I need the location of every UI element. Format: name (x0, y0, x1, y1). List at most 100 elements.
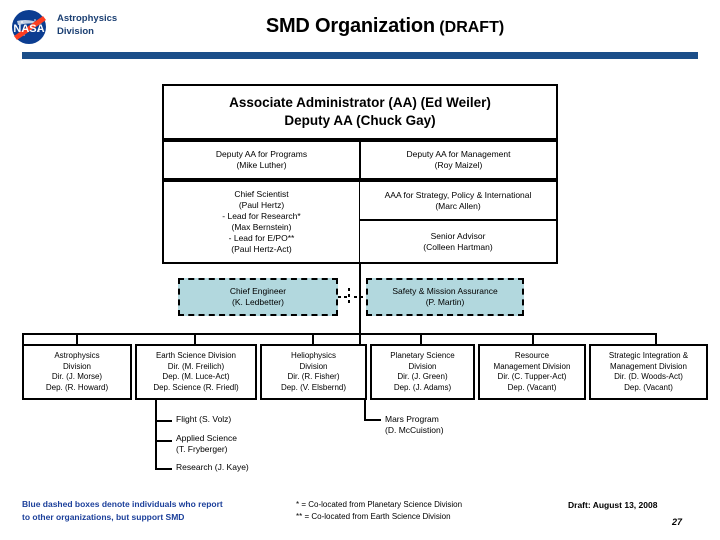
legend-note: Blue dashed boxes denote individuals who… (22, 498, 277, 523)
org-unit-label: Astrophysics Division (57, 12, 167, 38)
deputy-aa-management-box: Deputy AA for Management (Roy Maizel) (360, 140, 558, 180)
legend-line-2: to other organizations, but support SMD (22, 511, 185, 522)
earth-sub-2-line-1: Applied Science (176, 433, 237, 443)
planetary-subitem-spine (364, 400, 366, 421)
division-box-resource-management: Resource Management Division Dir. (C. Tu… (478, 344, 586, 400)
resource-line-1: Resource (514, 351, 550, 360)
astrophysics-line-4: Dep. (R. Howard) (45, 382, 109, 392)
earth-science-line-3: Dep. (M. Luce-Act) (162, 372, 230, 381)
earth-sub-tick-2 (155, 440, 172, 442)
strategic-line-1: Strategic Integration & (608, 351, 689, 360)
header-divider (22, 52, 698, 59)
strategic-line-3: Dir. (D. Woods-Act) (614, 372, 683, 381)
chief-engineer-stub-vertical (348, 288, 350, 306)
drop-heliophysics (312, 333, 314, 344)
page-title-main: SMD Organization (265, 15, 435, 37)
earth-science-line-2: Dir. (M. Freilich) (167, 361, 225, 371)
aa-line-1: Associate Administrator (AA) (Ed Weiler) (229, 95, 491, 110)
drop-astrophysics (76, 333, 78, 344)
aaa-strategy-box: AAA for Strategy, Policy & International… (359, 180, 558, 220)
sma-stub-connector (354, 296, 366, 298)
center-trunk-connector (359, 264, 361, 344)
planetary-sub-1-line-1: Mars Program (385, 414, 439, 424)
aa-line-2: Deputy AA (Chuck Gay) (284, 113, 436, 128)
svg-text:NASA: NASA (13, 23, 44, 35)
page-title: SMD Organization (DRAFT) (150, 15, 620, 38)
drop-earth-science (194, 333, 196, 344)
deputy-row: Deputy AA for Programs (Mike Luther) Dep… (162, 140, 558, 180)
planetary-line-1: Planetary Science (390, 351, 455, 360)
sma-person: (P. Martin) (425, 297, 465, 307)
astrophysics-line-2: Division (62, 361, 91, 371)
deputy-aa-programs-box: Deputy AA for Programs (Mike Luther) (162, 140, 360, 180)
chief-scientist-line-5: - Lead for E/PO** (228, 233, 295, 243)
drop-strategic-integration (655, 333, 657, 344)
chief-engineer-box: Chief Engineer (K. Ledbetter) (178, 278, 338, 316)
heliophysics-line-4: Dep. (V. Elsbernd) (280, 382, 347, 392)
chief-scientist-box: Chief Scientist (Paul Hertz) - Lead for … (162, 180, 360, 264)
strategic-line-2: Management Division (610, 361, 687, 371)
senior-advisor-title: Senior Advisor (430, 230, 486, 241)
aaa-strategy-title: AAA for Strategy, Policy & International (384, 189, 532, 200)
drop-planetary-science (420, 333, 422, 344)
deputy-programs-title: Deputy AA for Programs (215, 149, 308, 159)
earth-subitem-flight: Flight (S. Volz) (176, 414, 231, 425)
draft-date-label: Draft: August 13, 2008 (568, 500, 658, 510)
planetary-line-3: Dir. (J. Green) (397, 372, 448, 381)
sma-title: Safety & Mission Assurance (392, 286, 498, 296)
safety-mission-assurance-box: Safety & Mission Assurance (P. Martin) (366, 278, 524, 316)
deputy-programs-person: (Mike Luther) (236, 160, 287, 170)
deputy-management-person: (Roy Maizel) (434, 160, 483, 170)
planetary-sub-tick-1 (364, 419, 381, 421)
earth-subitem-research: Research (J. Kaye) (176, 462, 249, 473)
page-title-sub: (DRAFT) (434, 19, 505, 36)
planetary-line-2: Division (408, 361, 437, 371)
earth-science-line-1: Earth Science Division (155, 351, 237, 360)
earth-subitem-applied-science: Applied Science (T. Fryberger) (176, 433, 237, 455)
division-box-astrophysics: Astrophysics Division Dir. (J. Morse) De… (22, 344, 132, 400)
org-unit-line-2: Division (57, 26, 94, 37)
senior-advisor-box: Senior Advisor (Colleen Hartman) (359, 220, 558, 264)
planetary-sub-1-line-2: (D. McCuistion) (385, 425, 444, 435)
chief-scientist-line-6: (Paul Hertz-Act) (231, 244, 292, 254)
astrophysics-line-3: Dir. (J. Morse) (51, 372, 103, 381)
associate-administrator-box: Associate Administrator (AA) (Ed Weiler)… (162, 84, 558, 140)
chief-engineer-title: Chief Engineer (229, 286, 287, 296)
footnote-double-asterisk: ** = Co-located from Earth Science Divis… (296, 512, 451, 521)
footnotes: * = Co-located from Planetary Science Di… (296, 499, 546, 523)
earth-sub-2-line-2: (T. Fryberger) (176, 444, 228, 454)
earth-science-line-4: Dep. Science (R. Friedl) (153, 382, 239, 392)
page-number: 27 (672, 517, 683, 527)
heliophysics-line-2: Division (299, 361, 328, 371)
deputy-management-title: Deputy AA for Management (406, 149, 511, 159)
chief-scientist-line-2: (Paul Hertz) (238, 200, 285, 210)
resource-line-2: Management Division (493, 361, 571, 371)
astrophysics-line-1: Astrophysics (54, 351, 100, 360)
earth-sub-tick-3 (155, 468, 172, 470)
heliophysics-line-3: Dir. (R. Fisher) (287, 372, 340, 381)
division-box-heliophysics: Heliophysics Division Dir. (R. Fisher) D… (260, 344, 367, 400)
resource-line-4: Dep. (Vacant) (507, 382, 557, 392)
senior-advisor-person: (Colleen Hartman) (423, 241, 493, 252)
nasa-meatball-icon: NASA (10, 9, 54, 45)
chief-engineer-stub-connector (338, 296, 350, 298)
earth-sub-3-line-1: Research (J. Kaye) (176, 462, 249, 472)
org-unit-line-1: Astrophysics (57, 13, 118, 24)
drop-resource-mgmt (532, 333, 534, 344)
resource-line-3: Dir. (C. Tupper-Act) (497, 372, 567, 381)
planetary-line-4: Dep. (J. Adams) (393, 382, 452, 392)
planetary-subitem-mars-program: Mars Program (D. McCuistion) (385, 414, 444, 436)
earth-subitem-spine (155, 400, 157, 469)
division-box-planetary-science: Planetary Science Division Dir. (J. Gree… (370, 344, 475, 400)
bus-left-end (22, 333, 24, 344)
division-bus-line (22, 333, 656, 335)
heliophysics-line-1: Heliophysics (291, 351, 336, 360)
chief-scientist-line-3: - Lead for Research* (222, 211, 301, 221)
division-box-earth-science: Earth Science Division Dir. (M. Freilich… (135, 344, 257, 400)
strategic-line-4: Dep. (Vacant) (624, 382, 673, 392)
chief-scientist-line-1: Chief Scientist (234, 189, 289, 199)
legend-line-1: Blue dashed boxes denote individuals who… (22, 499, 223, 509)
division-box-strategic-integration: Strategic Integration & Management Divis… (589, 344, 708, 400)
aaa-strategy-person: (Marc Allen) (435, 200, 481, 211)
